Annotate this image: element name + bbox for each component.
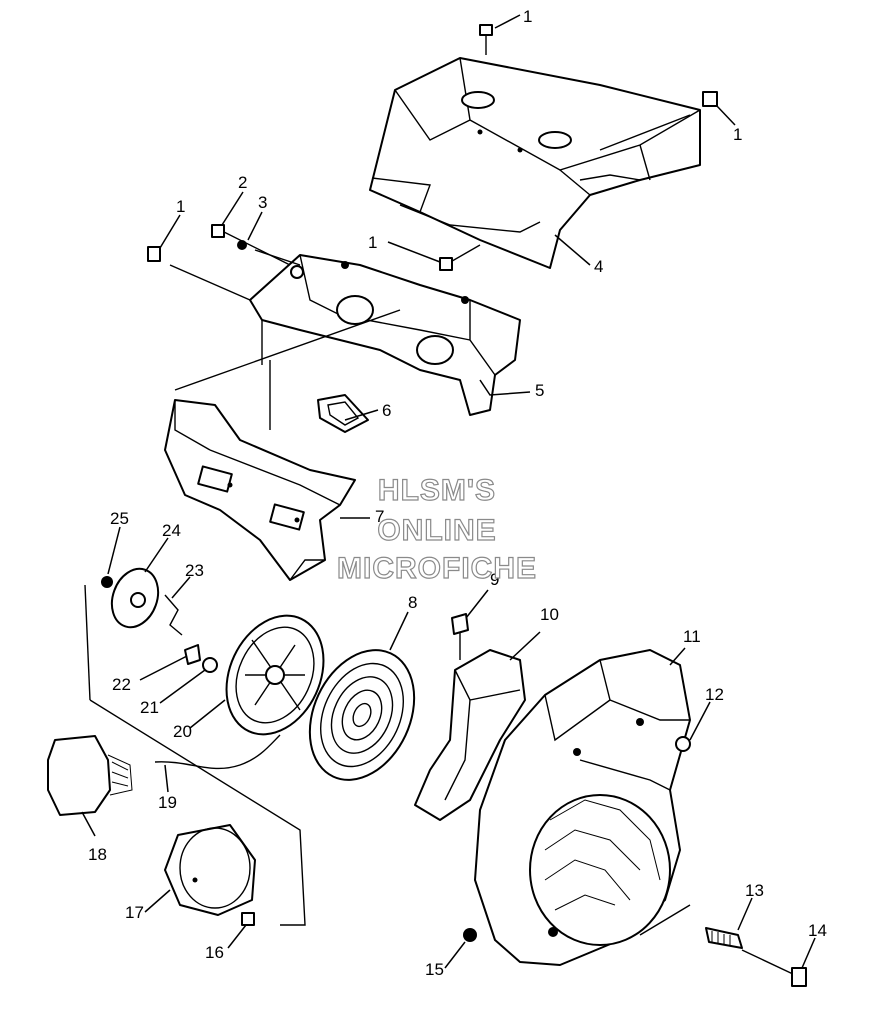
callout-5: 5 (535, 381, 544, 400)
watermark-line-2: ONLINE (377, 514, 496, 547)
callout-8: 8 (408, 593, 417, 612)
callout-1-mid: 1 (368, 233, 377, 252)
part-21-spring[interactable] (202, 657, 218, 673)
callout-25: 25 (110, 509, 129, 528)
part-22-pawl[interactable] (184, 644, 201, 665)
part-1-bolt-left[interactable] (147, 246, 161, 262)
callout-10: 10 (540, 605, 559, 624)
part-4-top-shroud[interactable] (369, 57, 701, 269)
part-15-bolt[interactable] (463, 928, 477, 942)
part-17-starter-cup[interactable] (164, 824, 256, 916)
part-3-washer[interactable] (237, 240, 247, 250)
callout-21: 21 (140, 698, 159, 717)
part-6-gasket[interactable] (317, 394, 369, 433)
callout-4: 4 (594, 257, 603, 276)
part-25-nut[interactable] (101, 576, 113, 588)
callout-14: 14 (808, 921, 827, 940)
part-18-starter-handle[interactable] (47, 735, 133, 816)
part-7-lower-shroud[interactable] (164, 399, 356, 581)
callout-22: 22 (112, 675, 131, 694)
part-13-sensor[interactable] (705, 927, 743, 949)
callout-19: 19 (158, 793, 177, 812)
part-1-bolt-right[interactable] (702, 91, 718, 107)
callout-11: 11 (683, 627, 701, 646)
callout-7: 7 (375, 507, 384, 526)
part-16-bolt[interactable] (241, 912, 255, 926)
watermark: HLSM'S ONLINE MICROFICHE (336, 473, 537, 585)
part-2-nut[interactable] (211, 224, 225, 238)
part-12-nut[interactable] (675, 736, 691, 752)
part-9-bolt[interactable] (451, 613, 469, 660)
callout-1-top: 1 (523, 7, 532, 26)
part-20-recoil-reel[interactable] (208, 600, 342, 750)
callout-1-left: 1 (176, 197, 185, 216)
assembly-lines (84, 229, 481, 926)
callout-15: 15 (425, 960, 444, 979)
callout-3: 3 (258, 193, 267, 212)
part-11-fan-housing[interactable] (474, 649, 691, 966)
part-5-blower-cover[interactable] (249, 254, 521, 416)
part-19-starter-rope[interactable] (154, 734, 281, 770)
part-24-pulley-plate[interactable] (104, 562, 166, 633)
part-1-bolt-mid[interactable] (439, 257, 453, 271)
part-8-recoil-spring[interactable] (290, 633, 434, 797)
part-23-ratchet[interactable] (164, 594, 183, 636)
part-1-bolt-top[interactable] (479, 24, 493, 55)
part-14-screw[interactable] (741, 949, 807, 987)
callout-16: 16 (205, 943, 224, 962)
callout-18: 18 (88, 845, 107, 864)
callout-13: 13 (745, 881, 764, 900)
callout-12: 12 (705, 685, 724, 704)
watermark-line-1: HLSM'S (378, 474, 496, 507)
watermark-line-3: MICROFICHE (337, 552, 537, 585)
leader-lines (81, 14, 816, 969)
callout-6: 6 (382, 401, 391, 420)
callout-2: 2 (238, 173, 247, 192)
callout-labels: 1 1 1 1 2 3 4 5 6 7 8 9 10 11 12 13 14 1… (88, 7, 827, 979)
callout-24: 24 (162, 521, 181, 540)
callout-17: 17 (125, 903, 144, 922)
callout-9: 9 (490, 570, 499, 589)
callout-20: 20 (173, 722, 192, 741)
part-10-bracket[interactable] (414, 649, 526, 821)
callout-23: 23 (185, 561, 204, 580)
callout-1-right: 1 (733, 125, 742, 144)
